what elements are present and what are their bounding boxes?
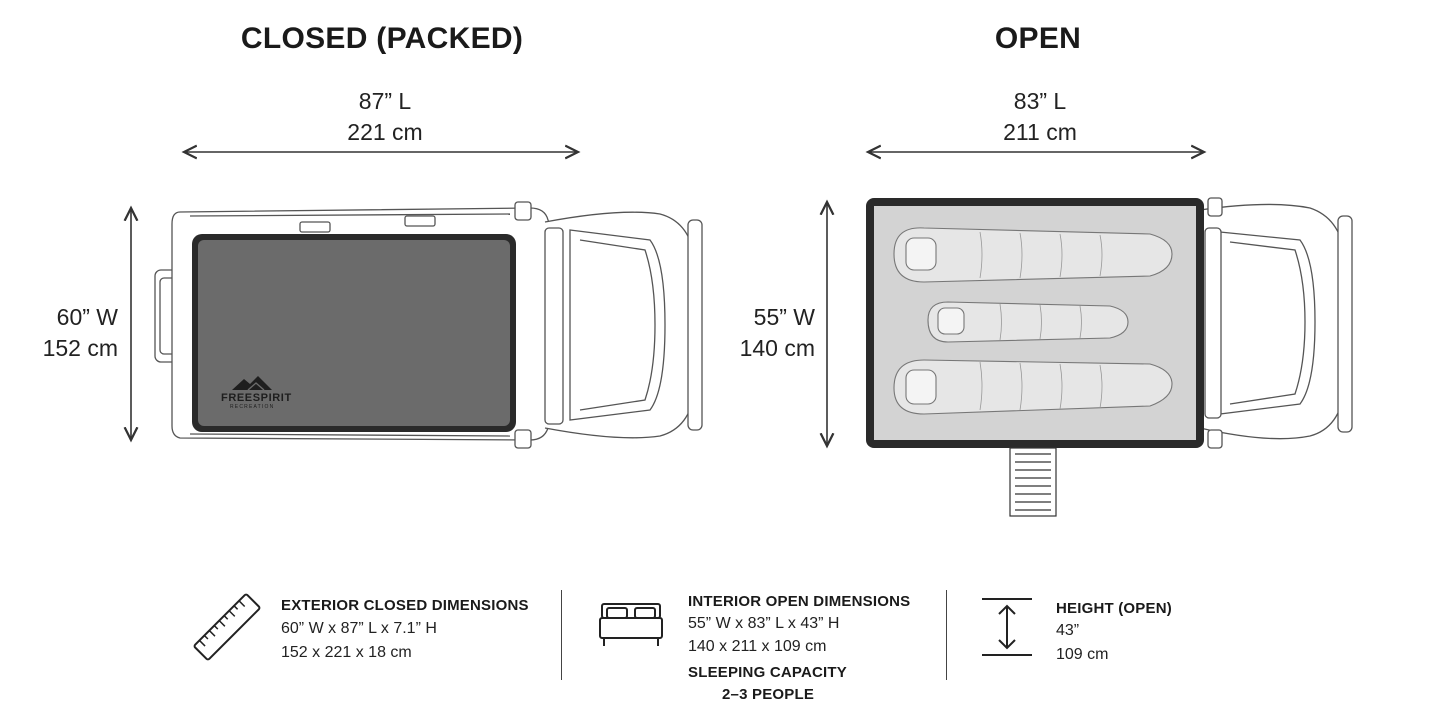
closed-vehicle-illustration [154,201,703,449]
exterior-dimensions-heading: EXTERIOR CLOSED DIMENSIONS [281,597,529,614]
height-open-heading: HEIGHT (OPEN) [1056,600,1172,617]
ladder-icon [1009,447,1057,517]
closed-length-cm: 221 cm [347,119,423,145]
height-open-imperial: 43” [1056,622,1080,639]
sleeping-bag-icon [893,227,1173,415]
open-length-in: 83” L [1013,88,1067,114]
sleeping-capacity-value: 2–3 PEOPLE [722,686,815,703]
closed-width-in: 60” W [56,304,118,330]
bed-icon [599,603,663,646]
closed-length-label: 87” L 221 cm [300,86,470,148]
closed-length-in: 87” L [358,88,412,114]
exterior-dimensions-imperial: 60” W x 87” L x 7.1” H [281,620,437,637]
height-arrow-icon [982,598,1032,656]
spec-divider-2 [946,590,947,680]
sleeping-capacity-heading: SLEEPING CAPACITY [688,664,847,681]
closed-width-cm: 152 cm [42,335,118,361]
interior-dimensions-metric: 140 x 211 x 109 cm [688,638,827,655]
exterior-dimensions-metric: 152 x 221 x 18 cm [281,644,412,661]
spec-divider-1 [561,590,562,680]
height-open-metric: 109 cm [1056,646,1109,663]
interior-dimensions-heading: INTERIOR OPEN DIMENSIONS [688,593,911,610]
closed-width-label: 60” W 152 cm [0,302,118,364]
freespirit-logo-text: FREESPIRIT [221,392,292,404]
open-width-in: 55” W [753,304,815,330]
ruler-icon [193,593,261,661]
open-width-cm: 140 cm [739,335,815,361]
closed-title: CLOSED (PACKED) [240,22,524,55]
freespirit-logo-subtext: RECREATION [230,404,275,410]
open-length-label: 83” L 211 cm [955,86,1125,148]
interior-dimensions-imperial: 55” W x 83” L x 43” H [688,615,840,632]
open-width-label: 55” W 140 cm [690,302,815,364]
open-title: OPEN [994,22,1082,55]
open-length-cm: 211 cm [1003,119,1077,145]
freespirit-logo-icon [232,376,272,391]
open-vehicle-illustration [866,197,1353,517]
